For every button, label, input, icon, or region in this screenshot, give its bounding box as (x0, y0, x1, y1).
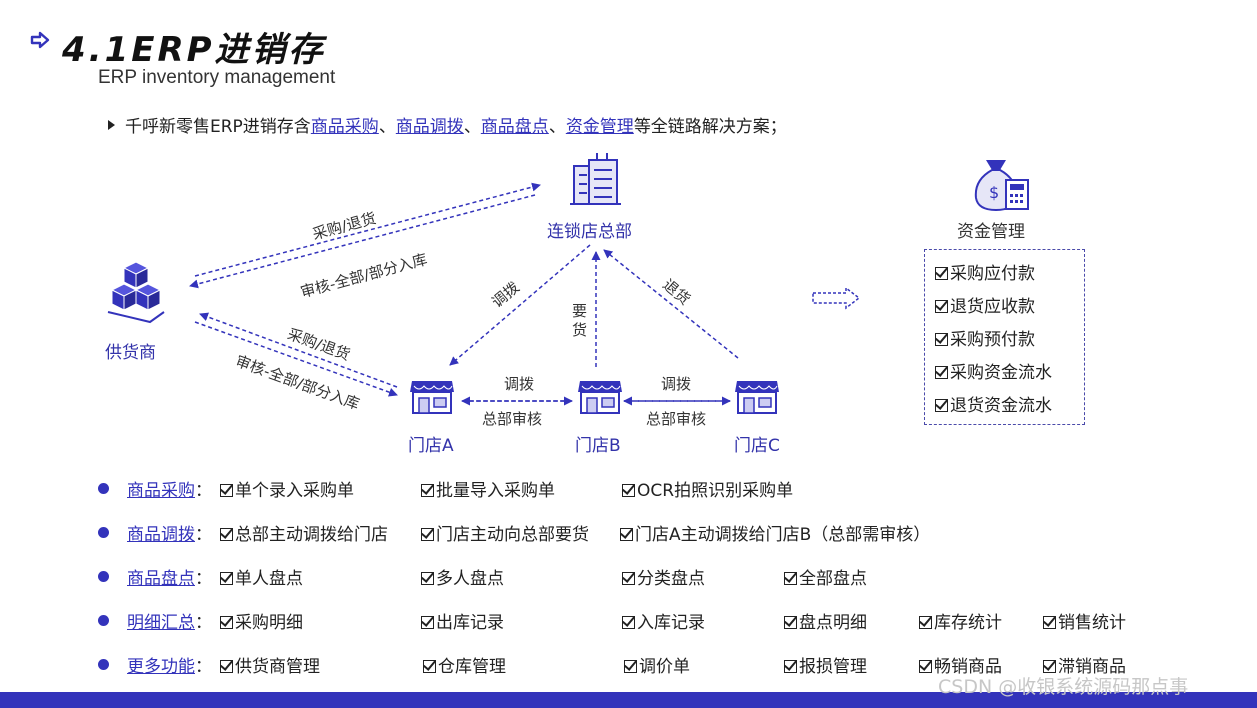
intro-suffix: 等全链路解决方案； (633, 117, 787, 137)
intro-prefix: 千呼新零售ERP进销存含 (125, 117, 311, 137)
fund-item: 退货资金流水 (935, 390, 1084, 423)
page-title: 4.1ERP进销存 (62, 30, 326, 70)
fund-item: 采购资金流水 (935, 357, 1084, 390)
feature-item: OCR拍照识别采购单 (622, 476, 793, 501)
feature-item: 报损管理 (784, 652, 867, 677)
node-store-c-label: 门店C (734, 436, 780, 456)
flow-arrow-icon (812, 286, 861, 310)
intro-sep: 、 (378, 117, 396, 137)
arrow-right-icon (30, 31, 50, 49)
edge-label-request-2: 货 (572, 321, 588, 339)
arrow-supplier-to-store-a (194, 321, 398, 397)
feature-item: 滞销商品 (1043, 652, 1126, 677)
feature-name: 商品盘点： (127, 569, 212, 589)
checkbox-icon (935, 366, 948, 379)
triangle-bullet-icon (108, 120, 115, 130)
fund-item: 采购预付款 (935, 324, 1084, 357)
link-transfer[interactable]: 商品调拨 (395, 117, 464, 137)
page-subtitle: ERP inventory management (98, 67, 336, 88)
edge-label-hq-review: 总部审核 (646, 410, 707, 428)
bullet-icon (98, 527, 109, 538)
feature-item: 入库记录 (622, 608, 705, 633)
edge-label-request-1: 要 (572, 302, 588, 320)
watermark: CSDN @收银系统源码那点事 (938, 676, 1189, 698)
feature-item: 销售统计 (1043, 608, 1126, 633)
feature-item: 库存统计 (919, 608, 1002, 633)
feature-item: 总部主动调拨给门店 (220, 520, 388, 545)
bullet-icon (98, 659, 109, 670)
feature-name: 更多功能： (127, 657, 212, 677)
checkbox-icon (935, 399, 948, 412)
checkbox-icon (935, 333, 948, 346)
arrow-supplier-to-hq (194, 182, 541, 277)
node-supplier-label: 供货商 (105, 343, 156, 363)
feature-item: 供货商管理 (220, 652, 320, 677)
node-store-b-label: 门店B (575, 436, 621, 456)
feature-item: 全部盘点 (784, 564, 867, 589)
fund-item: 退货应收款 (935, 291, 1084, 324)
supplier-boxes-icon (107, 261, 165, 324)
edge-label-transfer: 调拨 (504, 375, 535, 393)
feature-name: 商品采购： (127, 481, 212, 501)
intro-sep: 、 (463, 117, 481, 137)
checkbox-icon (935, 300, 948, 313)
feature-item: 盘点明细 (784, 608, 867, 633)
node-store-a-label: 门店A (408, 436, 454, 456)
link-stocktake[interactable]: 商品盘点 (480, 117, 549, 137)
fund-list: 采购应付款 退货应收款 采购预付款 采购资金流水 退货资金流水 (924, 249, 1085, 425)
feature-item: 批量导入采购单 (421, 476, 555, 501)
feature-item: 采购明细 (220, 608, 303, 633)
bullet-icon (98, 615, 109, 626)
feature-item: 畅销商品 (919, 652, 1002, 677)
feature-item: 单个录入采购单 (220, 476, 354, 501)
bullet-icon (98, 571, 109, 582)
checkbox-icon (935, 267, 948, 280)
bullet-icon (98, 483, 109, 494)
edge-label-hq-review: 总部审核 (482, 410, 543, 428)
store-b-icon (578, 381, 622, 414)
feature-item: 门店A主动调拨给门店B（总部需审核） (620, 520, 930, 545)
bottom-bar (0, 692, 1257, 708)
arrow-hq-to-supplier (189, 194, 536, 289)
feature-item: 单人盘点 (220, 564, 303, 589)
svg-text:$: $ (989, 183, 999, 202)
link-fund[interactable]: 资金管理 (565, 117, 634, 137)
edge-label-transfer: 调拨 (661, 375, 692, 393)
feature-item: 分类盘点 (622, 564, 705, 589)
fund-item: 采购应付款 (935, 258, 1084, 291)
feature-item: 仓库管理 (423, 652, 506, 677)
store-a-icon (410, 381, 454, 414)
arrow-store-a-to-supplier (199, 312, 398, 388)
node-hq-label: 连锁店总部 (547, 222, 632, 242)
building-icon (570, 153, 621, 205)
feature-item: 出库记录 (421, 608, 504, 633)
feature-name: 明细汇总： (127, 613, 212, 633)
feature-name: 商品调拨： (127, 525, 212, 545)
feature-item: 调价单 (624, 652, 690, 677)
arrow-hq-to-store-a (449, 244, 591, 366)
intro-sep: 、 (548, 117, 566, 137)
money-bag-icon: $ (974, 160, 1029, 212)
feature-item: 多人盘点 (421, 564, 504, 589)
arrow-store-c-to-hq (603, 249, 739, 359)
link-purchase[interactable]: 商品采购 (310, 117, 379, 137)
intro-line: 千呼新零售ERP进销存含商品采购、商品调拨、商品盘点、资金管理等全链路解决方案； (108, 112, 787, 137)
store-c-icon (735, 381, 779, 414)
feature-item: 门店主动向总部要货 (421, 520, 589, 545)
fund-title: 资金管理 (957, 222, 1025, 242)
